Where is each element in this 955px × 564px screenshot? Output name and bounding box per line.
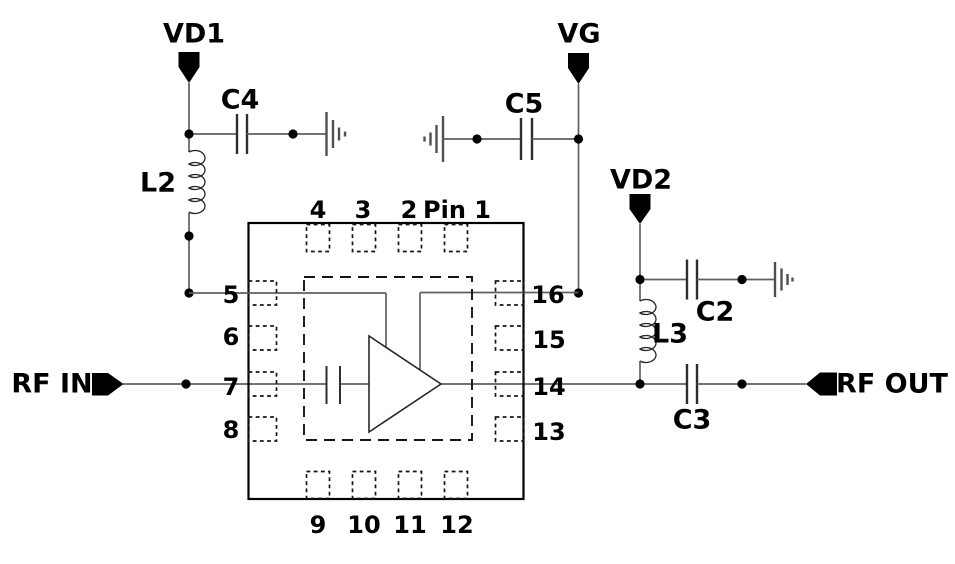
vd1-label: VD1 xyxy=(163,19,225,50)
ic-package: 4 3 2 Pin 1 5 6 7 8 16 15 14 13 9 10 11 … xyxy=(189,196,579,539)
pad-pin-2 xyxy=(397,223,423,253)
inductor-l2-icon xyxy=(187,149,206,215)
vg-branch: VG C5 xyxy=(423,19,601,298)
pin-label-1: Pin 1 xyxy=(423,196,491,224)
pad-pin-9 xyxy=(305,470,331,500)
ic-package-outline xyxy=(247,221,525,501)
pin-label-7: 7 xyxy=(223,373,240,401)
pin-label-14: 14 xyxy=(532,373,565,401)
vd2-terminal-icon xyxy=(629,194,651,224)
vd2-label: VD2 xyxy=(610,165,672,196)
pin-label-3: 3 xyxy=(355,196,372,224)
pad-pin-15 xyxy=(494,325,525,351)
junction-dot xyxy=(472,134,482,144)
c4-label: C4 xyxy=(221,85,260,116)
pin-label-9: 9 xyxy=(310,511,327,539)
pad-pin-1 xyxy=(443,223,469,253)
pad-pin-11 xyxy=(397,470,423,500)
pin-label-13: 13 xyxy=(532,418,565,446)
rf-out-label: RF OUT xyxy=(836,369,949,400)
amplifier-triangle-icon xyxy=(368,334,443,434)
pad-pin-12 xyxy=(443,470,469,500)
ground-icon xyxy=(773,262,794,297)
pin-label-8: 8 xyxy=(223,416,240,444)
pin-label-4: 4 xyxy=(310,196,327,224)
junction-dot xyxy=(288,129,298,139)
pad-pin-7 xyxy=(247,371,278,397)
junction-dot xyxy=(184,231,194,241)
pin-label-10: 10 xyxy=(347,511,380,539)
junction-dot xyxy=(635,274,645,285)
vg-label: VG xyxy=(557,19,600,50)
pad-pin-8 xyxy=(247,416,278,442)
vd1-terminal-icon xyxy=(178,52,200,83)
vd1-branch: VD1 L2 C4 xyxy=(140,19,347,298)
pad-pin-6 xyxy=(247,325,278,351)
pad-pin-14 xyxy=(494,371,525,397)
junction-dot xyxy=(184,129,194,139)
pin-label-15: 15 xyxy=(532,326,565,354)
ground-icon xyxy=(423,116,445,162)
rf-in-arrow-icon xyxy=(92,373,124,396)
pad-pin-5 xyxy=(247,280,278,306)
junction-dot xyxy=(573,134,584,144)
c3-label: C3 xyxy=(673,405,712,436)
pin-label-16: 16 xyxy=(531,281,564,309)
junction-dot xyxy=(737,379,747,389)
pad-pin-16 xyxy=(494,280,525,306)
l3-label: L3 xyxy=(652,319,688,350)
pin-label-6: 6 xyxy=(223,323,240,351)
pin-label-5: 5 xyxy=(223,281,240,309)
rf-out-arrow-icon xyxy=(806,372,837,396)
l2-label: L2 xyxy=(140,168,176,199)
ground-icon xyxy=(325,112,347,156)
pad-pin-10 xyxy=(351,470,377,500)
junction-dot xyxy=(737,274,747,285)
pin-label-11: 11 xyxy=(393,511,426,539)
rf-input: RF IN xyxy=(11,369,327,400)
inductor-l3-icon xyxy=(638,298,657,364)
ic-die-outline xyxy=(303,276,473,441)
vd2-branch: VD2 C2 L3 xyxy=(610,165,794,384)
c2-label: C2 xyxy=(696,297,735,328)
vg-terminal-icon xyxy=(568,53,589,84)
junction-dot xyxy=(635,379,645,389)
pad-pin-3 xyxy=(351,223,377,253)
pin-label-2: 2 xyxy=(401,196,418,224)
junction-dot xyxy=(181,379,191,389)
rf-output: C3 RF OUT xyxy=(441,364,949,436)
pad-pin-4 xyxy=(305,223,331,253)
pad-pin-13 xyxy=(494,416,525,442)
pin-label-12: 12 xyxy=(440,511,473,539)
rf-in-label: RF IN xyxy=(11,369,92,400)
c5-label: C5 xyxy=(505,89,544,120)
